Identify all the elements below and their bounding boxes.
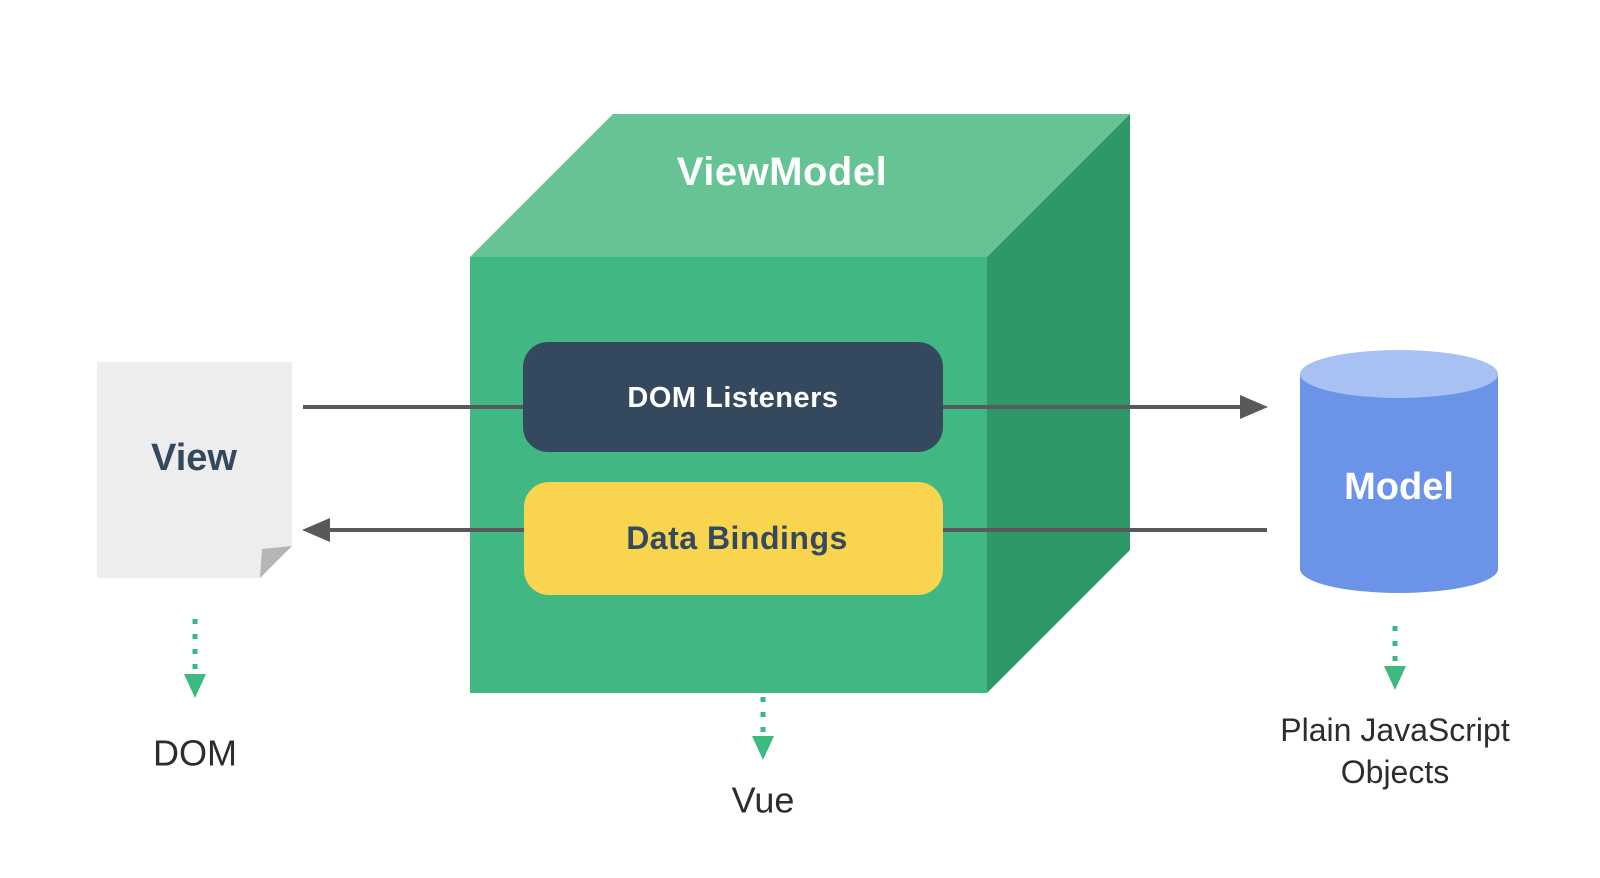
data-bindings-label: Data Bindings <box>626 520 848 556</box>
vue-caption: Vue <box>732 780 795 821</box>
dotted-arrow-model-head-icon <box>1384 666 1406 690</box>
viewmodel-cube-side-face <box>987 114 1130 693</box>
view-label: View <box>151 437 237 479</box>
dom-listeners-label: DOM Listeners <box>627 382 838 414</box>
data-bindings-box <box>524 482 943 595</box>
dotted-arrow-model-to-objects <box>1384 626 1406 690</box>
plain-javascript-caption-line2: Objects <box>1341 754 1449 790</box>
dotted-arrow-view-head-icon <box>184 674 206 698</box>
viewmodel-label: ViewModel <box>677 150 887 194</box>
data-bindings-node: Data Bindings <box>524 482 943 595</box>
dotted-arrow-viewmodel-to-vue <box>752 697 774 760</box>
model-label: Model <box>1344 466 1454 508</box>
dom-caption: DOM <box>153 733 237 774</box>
model-cylinder-body <box>1300 374 1498 569</box>
view-node: View <box>97 362 292 578</box>
arrow-right-head-icon <box>1240 395 1268 419</box>
arrow-left-head-icon <box>302 518 330 542</box>
dotted-arrow-view-to-dom <box>184 619 206 698</box>
dom-listeners-box <box>523 342 943 452</box>
paper-fold-icon <box>260 546 292 578</box>
plain-javascript-caption-line1: Plain JavaScript <box>1280 712 1510 748</box>
view-paper <box>97 362 292 578</box>
plain-javascript-objects-caption: Plain JavaScript Objects <box>1280 712 1510 790</box>
model-cylinder-top <box>1300 350 1498 398</box>
viewmodel-cube-top-face <box>470 114 1130 257</box>
viewmodel-cube: ViewModel <box>470 114 1130 693</box>
viewmodel-cube-front-face <box>470 257 987 693</box>
dotted-arrow-viewmodel-head-icon <box>752 736 774 760</box>
model-node: Model <box>1300 350 1498 593</box>
dom-listeners-node: DOM Listeners <box>523 342 943 452</box>
